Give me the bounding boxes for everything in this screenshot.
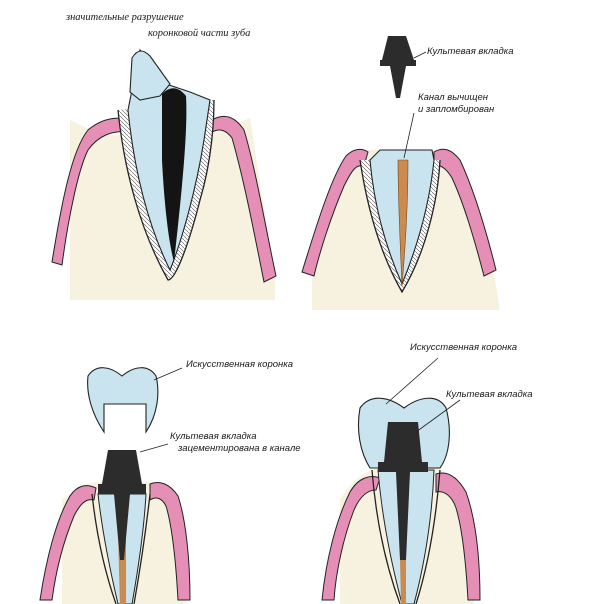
- crown-pointer: [153, 367, 183, 381]
- panel-prepared-canal: [301, 36, 500, 310]
- root-outline: [91, 493, 151, 604]
- gum-right: [149, 482, 191, 601]
- label-damage-line2: коронковой части зуба: [148, 28, 251, 39]
- label-core-inlay-top: Культевая вкладка: [427, 46, 514, 57]
- core-inlay: [378, 422, 428, 560]
- crown-fragment: [129, 50, 171, 101]
- root-outline: [371, 469, 441, 604]
- crown-pointer: [385, 357, 439, 405]
- artificial-crown: [87, 367, 159, 434]
- gum-right: [433, 148, 497, 277]
- canal-pointer: [403, 112, 415, 159]
- label-crown-left: Искусственная коронка: [186, 359, 294, 370]
- canal-filling: [400, 560, 406, 604]
- label-core-inlay-right: Культевая вкладка: [446, 389, 533, 400]
- label-canal-line2: и запломбирован: [418, 104, 495, 115]
- label-canal-line1: Канал вычищен: [418, 92, 489, 103]
- decay-cavity: [162, 88, 187, 262]
- inlay-pointer: [413, 51, 427, 59]
- gum-left: [39, 485, 97, 601]
- label-cemented-line1: Культевая вкладка: [170, 431, 257, 442]
- panel-damaged-tooth: [51, 48, 277, 300]
- core-inlay: [98, 450, 146, 560]
- label-crown-right: Искусственная коронка: [410, 342, 518, 353]
- inlay-pointer: [415, 399, 461, 433]
- label-damage-line1: значительные разрушение: [66, 12, 184, 23]
- panel-finished-restoration: [321, 357, 481, 604]
- core-inlay: [380, 36, 416, 98]
- gum-left: [301, 148, 369, 277]
- gum-right: [435, 472, 481, 601]
- gum-left: [321, 476, 381, 601]
- canal-filling: [397, 159, 409, 287]
- panel-cemented-inlay: [39, 367, 191, 604]
- gum-right: [211, 115, 277, 283]
- label-cemented-line2: зацементирована в канале: [178, 443, 301, 454]
- inlay-pointer: [139, 443, 169, 453]
